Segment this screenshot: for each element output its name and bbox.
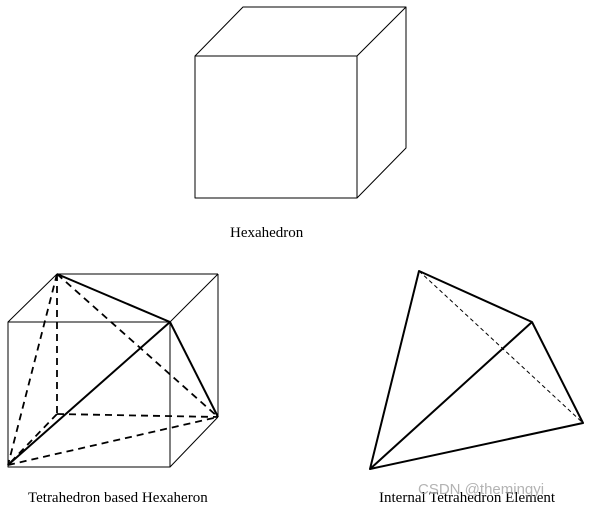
watermark-text: CSDN @themingyi [418, 481, 545, 498]
cube-top-right-edge [169, 273, 219, 323]
cube-front-face [7, 321, 171, 468]
tetra-diagonal-bottom [7, 416, 219, 466]
tetra-edge-front-top-to-right [169, 321, 219, 418]
cube-top-left-edge [7, 273, 58, 323]
tetra-element-caption: Internal Tetrahedron Element [379, 490, 556, 506]
tetra-element-figure [369, 270, 584, 470]
tetra-edge-apex-to-front-top [56, 273, 171, 323]
hexahedron-front-face [194, 55, 358, 199]
tetra-hidden-edge [418, 270, 584, 424]
hexahedron-caption: Hexahedron [230, 225, 304, 241]
hexahedron-side-face [356, 7, 407, 199]
tetra-hexa-figure [7, 273, 219, 468]
tetra-outline [369, 270, 584, 470]
tetra-diagonal-apex-to-right [56, 273, 219, 418]
hexahedron-top-face [194, 6, 407, 57]
cube-bottom-right-edge [169, 416, 219, 468]
tetra-diagonal-apex-to-bottom-left [7, 273, 58, 466]
tetra-front-edge [369, 321, 533, 470]
tetra-hexa-visible-tetra-edges [7, 273, 219, 466]
tetra-hexa-caption: Tetrahedron based Hexaheron [28, 490, 208, 506]
tetra-hexa-hidden-edges [7, 273, 219, 466]
hidden-back-bottom-edge [56, 413, 219, 418]
tetra-edge-front-top-to-bottom-left [7, 321, 171, 466]
hexahedron-figure [194, 6, 407, 199]
tetra-hexa-cube-edges [7, 273, 219, 468]
